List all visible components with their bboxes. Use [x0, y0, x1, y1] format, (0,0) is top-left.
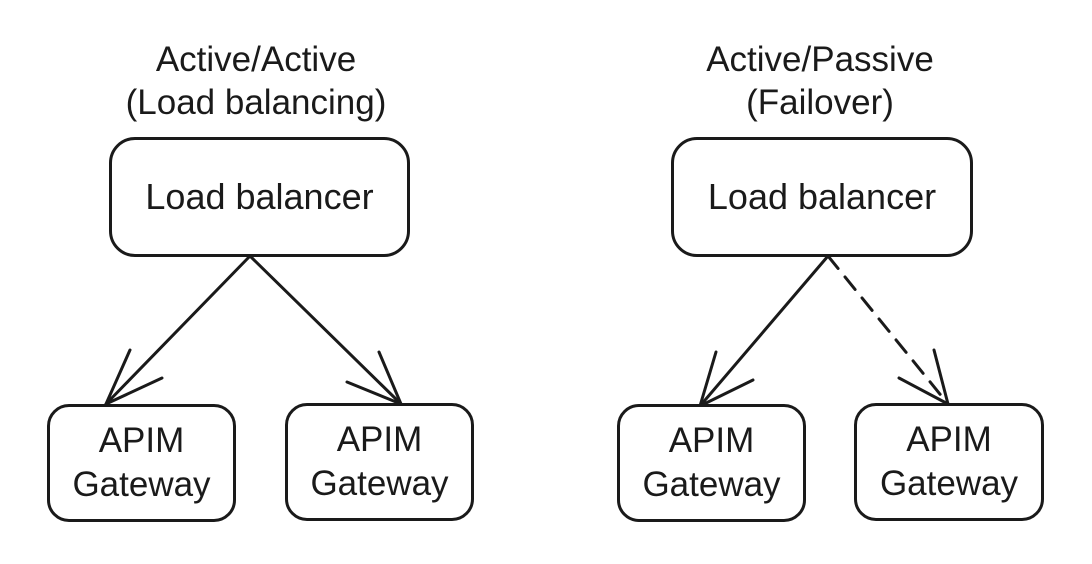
ap-arrow-active: [698, 254, 830, 408]
active-passive-gateway-passive: APIM Gateway: [854, 403, 1044, 521]
gateway-label-line2: Gateway: [310, 464, 449, 503]
active-active-load-balancer: Load balancer: [109, 137, 410, 257]
active-passive-gateway-active: APIM Gateway: [617, 404, 806, 522]
ap-arrow-passive: [826, 254, 950, 406]
gateway-label-line1: APIM: [668, 421, 755, 460]
active-passive-title: Active/Passive (Failover): [670, 38, 970, 124]
active-passive-load-balancer: Load balancer: [671, 137, 973, 257]
gateway-label-line2: Gateway: [879, 464, 1019, 503]
load-balancer-label: Load balancer: [707, 176, 937, 217]
active-active-title-line1: Active/Active: [155, 40, 357, 79]
active-passive-title-line1: Active/Passive: [706, 40, 934, 79]
active-active-gateway-right: APIM Gateway: [285, 403, 474, 521]
aa-arrow-right: [248, 254, 403, 406]
gateway-label-line1: APIM: [98, 421, 185, 460]
gateway-label-line2: Gateway: [72, 465, 211, 504]
gateway-label-line2: Gateway: [642, 465, 781, 504]
active-active-title-line2: (Load balancing): [125, 83, 387, 122]
active-passive-title-line2: (Failover): [746, 83, 894, 122]
gateway-label-line1: APIM: [906, 420, 992, 459]
load-balancer-label: Load balancer: [145, 176, 374, 217]
active-active-title: Active/Active (Load balancing): [106, 38, 406, 124]
aa-arrow-left: [104, 254, 252, 406]
active-active-gateway-left: APIM Gateway: [47, 404, 236, 522]
gateway-label-line1: APIM: [336, 420, 423, 459]
